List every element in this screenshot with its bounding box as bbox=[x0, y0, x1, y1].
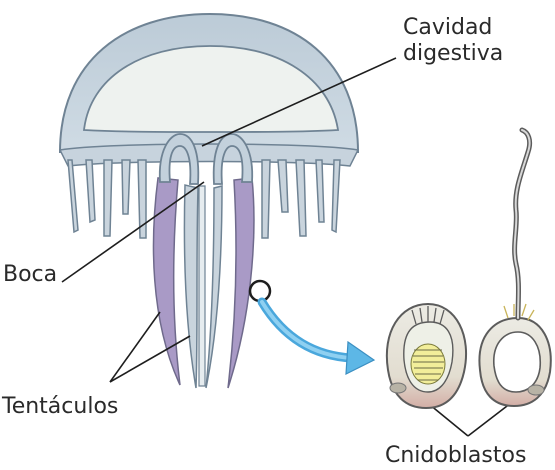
tentaculos-pointer-1 bbox=[109, 311, 161, 383]
bell bbox=[58, 12, 360, 167]
label-cavidad-line2: digestiva bbox=[403, 41, 504, 66]
tentaculos-pointer-2 bbox=[109, 335, 191, 383]
manubrium bbox=[158, 133, 254, 185]
cavidad-pointer bbox=[201, 57, 397, 147]
boca-pointer bbox=[61, 181, 205, 283]
oral-arms bbox=[152, 177, 255, 389]
label-boca: Boca bbox=[3, 262, 58, 287]
zoom-arrow bbox=[257, 297, 376, 376]
label-tentaculos: Tentáculos bbox=[2, 394, 119, 419]
marginal-tentacles bbox=[67, 159, 341, 239]
label-cavidad-line1: Cavidad bbox=[403, 15, 493, 40]
label-cnidoblastos: Cnidoblastos bbox=[385, 443, 527, 468]
cnidoblast-left bbox=[385, 302, 468, 410]
digestive-cavity bbox=[82, 45, 340, 133]
cnidoblast-right bbox=[478, 127, 552, 408]
label-cavidad-digestiva: Cavidad digestiva bbox=[403, 15, 503, 67]
